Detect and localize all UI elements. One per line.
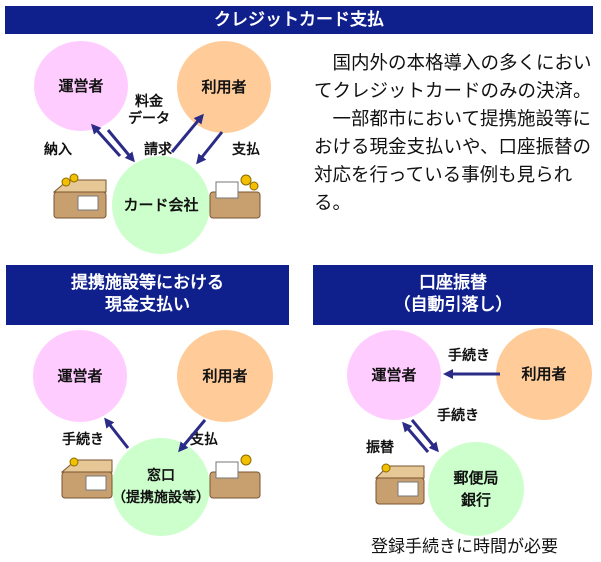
money-clipart-icon: [374, 463, 425, 505]
description-paragraph-2: 一部都市において提携施設等における現金支払いや、口座振替の対応を行っている事例も…: [314, 109, 591, 214]
procedure-label: 手続き: [62, 432, 104, 448]
procedure-arrow: [104, 417, 130, 449]
transfer-label: 振替: [366, 440, 394, 456]
credit-card-title: クレジットカード支払: [214, 10, 384, 30]
charge-label: 請求: [144, 142, 172, 158]
cash-payment-banner: 提携施設等における 現金支払い: [6, 265, 289, 325]
charge-arrow: [170, 113, 204, 153]
payment-arrow: [196, 131, 224, 165]
user-node: 利用者: [177, 41, 271, 133]
user-node: 利用者: [496, 328, 592, 420]
operator-node: 運営者: [33, 330, 127, 422]
description-paragraph-1: 国内外の本格導入の多くにおいてクレジットカードのみの決済。: [314, 53, 592, 102]
fee-data-label: 料金 データ: [128, 94, 170, 127]
money-clipart-icon: [209, 174, 261, 219]
payment-arrow: [178, 419, 207, 453]
card-company-node: カード会社: [112, 156, 210, 254]
bank-node: 郵便局 銀行: [428, 442, 524, 536]
operator-node: 運営者: [34, 41, 128, 131]
description-text: 国内外の本格導入の多くにおいてクレジットカードのみの決済。 一部都市において提携…: [314, 50, 594, 218]
payment-label: 支払: [190, 432, 218, 448]
cash-title-line2: 現金支払い: [105, 295, 190, 315]
operator-node: 運営者: [347, 330, 441, 420]
cash-title-line1: 提携施設等における: [71, 273, 224, 293]
money-clipart-icon: [52, 173, 107, 219]
procedure-label-top: 手続き: [448, 348, 490, 364]
credit-card-banner: クレジットカード支払: [5, 6, 593, 34]
pay-in-arrow: [90, 123, 122, 158]
money-clipart-icon: [60, 457, 113, 499]
pay-in-label: 納入: [44, 142, 72, 158]
fee-data-arrow: [106, 129, 135, 163]
note-text: 登録手続きに時間が必要: [371, 537, 558, 557]
money-clipart-icon: [209, 454, 261, 499]
payment-label: 支払: [232, 142, 260, 158]
transfer-title-line2: （自動引落し）: [393, 295, 513, 315]
window-node: 窓口 （提携施設等）: [112, 438, 210, 536]
transfer-title-line1: 口座振替: [419, 273, 487, 293]
procedure-label-middle: 手続き: [437, 408, 479, 424]
transfer-arrow: [402, 421, 430, 453]
user-node: 利用者: [177, 330, 273, 422]
bank-transfer-banner: 口座振替 （自動引落し）: [313, 265, 593, 325]
procedure-arrow-down: [410, 419, 439, 453]
